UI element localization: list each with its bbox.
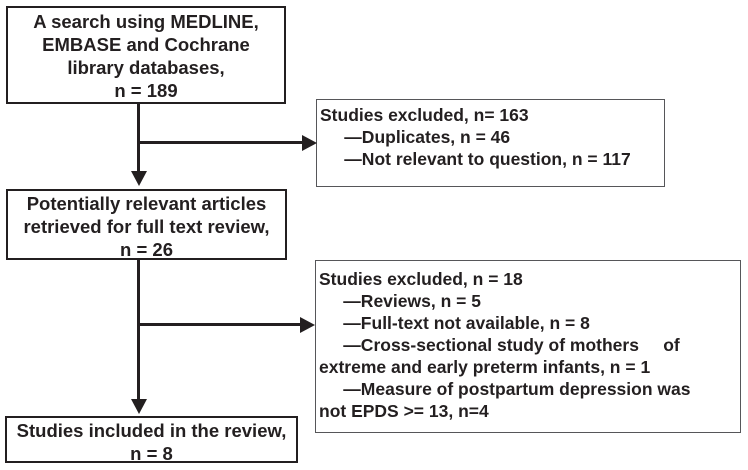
search-box-line: EMBASE and Cochrane bbox=[42, 34, 250, 55]
connector-search-to-retrieved-line bbox=[137, 104, 140, 173]
search-box-line: library databases, bbox=[67, 57, 225, 78]
retrieved-box-line: retrieved for full text review, bbox=[23, 216, 270, 237]
excluded-first-item: —Duplicates, n = 46 bbox=[320, 127, 511, 147]
connector-to-excluded-first-line bbox=[137, 141, 303, 144]
excluded-second-item: —Cross-sectional study of mothers of bbox=[319, 335, 680, 355]
included-box-line: Studies included in the review, bbox=[16, 420, 287, 441]
connector-retrieved-to-included-line bbox=[137, 260, 140, 401]
connector-to-excluded-second-line bbox=[137, 323, 301, 326]
arrow-right-icon bbox=[300, 316, 315, 333]
search-box: A search using MEDLINE, EMBASE and Cochr… bbox=[6, 6, 286, 104]
excluded-second-item: —Measure of postpartum depression was bbox=[319, 379, 691, 399]
included-box-count: n = 8 bbox=[130, 443, 173, 464]
search-box-count: n = 189 bbox=[114, 80, 178, 101]
excluded-second-box: Studies excluded, n = 18 —Reviews, n = 5… bbox=[315, 260, 741, 433]
excluded-second-title: Studies excluded, n = 18 bbox=[319, 269, 523, 289]
excluded-first-title: Studies excluded, n= 163 bbox=[320, 105, 529, 125]
excluded-second-item-wrap: not EPDS >= 13, n=4 bbox=[319, 401, 489, 421]
arrow-down-icon bbox=[131, 399, 147, 414]
included-box: Studies included in the review, n = 8 bbox=[5, 416, 298, 464]
excluded-first-item: —Not relevant to question, n = 117 bbox=[320, 149, 631, 169]
retrieved-box-count: n = 26 bbox=[120, 239, 173, 260]
arrow-down-icon bbox=[131, 171, 147, 186]
excluded-second-item-wrap: extreme and early preterm infants, n = 1 bbox=[319, 357, 651, 377]
excluded-second-item: —Full-text not available, n = 8 bbox=[319, 313, 590, 333]
search-box-line: A search using MEDLINE, bbox=[33, 11, 259, 32]
arrow-right-icon bbox=[302, 134, 317, 151]
retrieved-box-line: Potentially relevant articles bbox=[26, 193, 267, 214]
excluded-second-item: —Reviews, n = 5 bbox=[319, 291, 481, 311]
excluded-first-box: Studies excluded, n= 163 —Duplicates, n … bbox=[316, 99, 665, 187]
retrieved-box: Potentially relevant articles retrieved … bbox=[6, 189, 287, 260]
